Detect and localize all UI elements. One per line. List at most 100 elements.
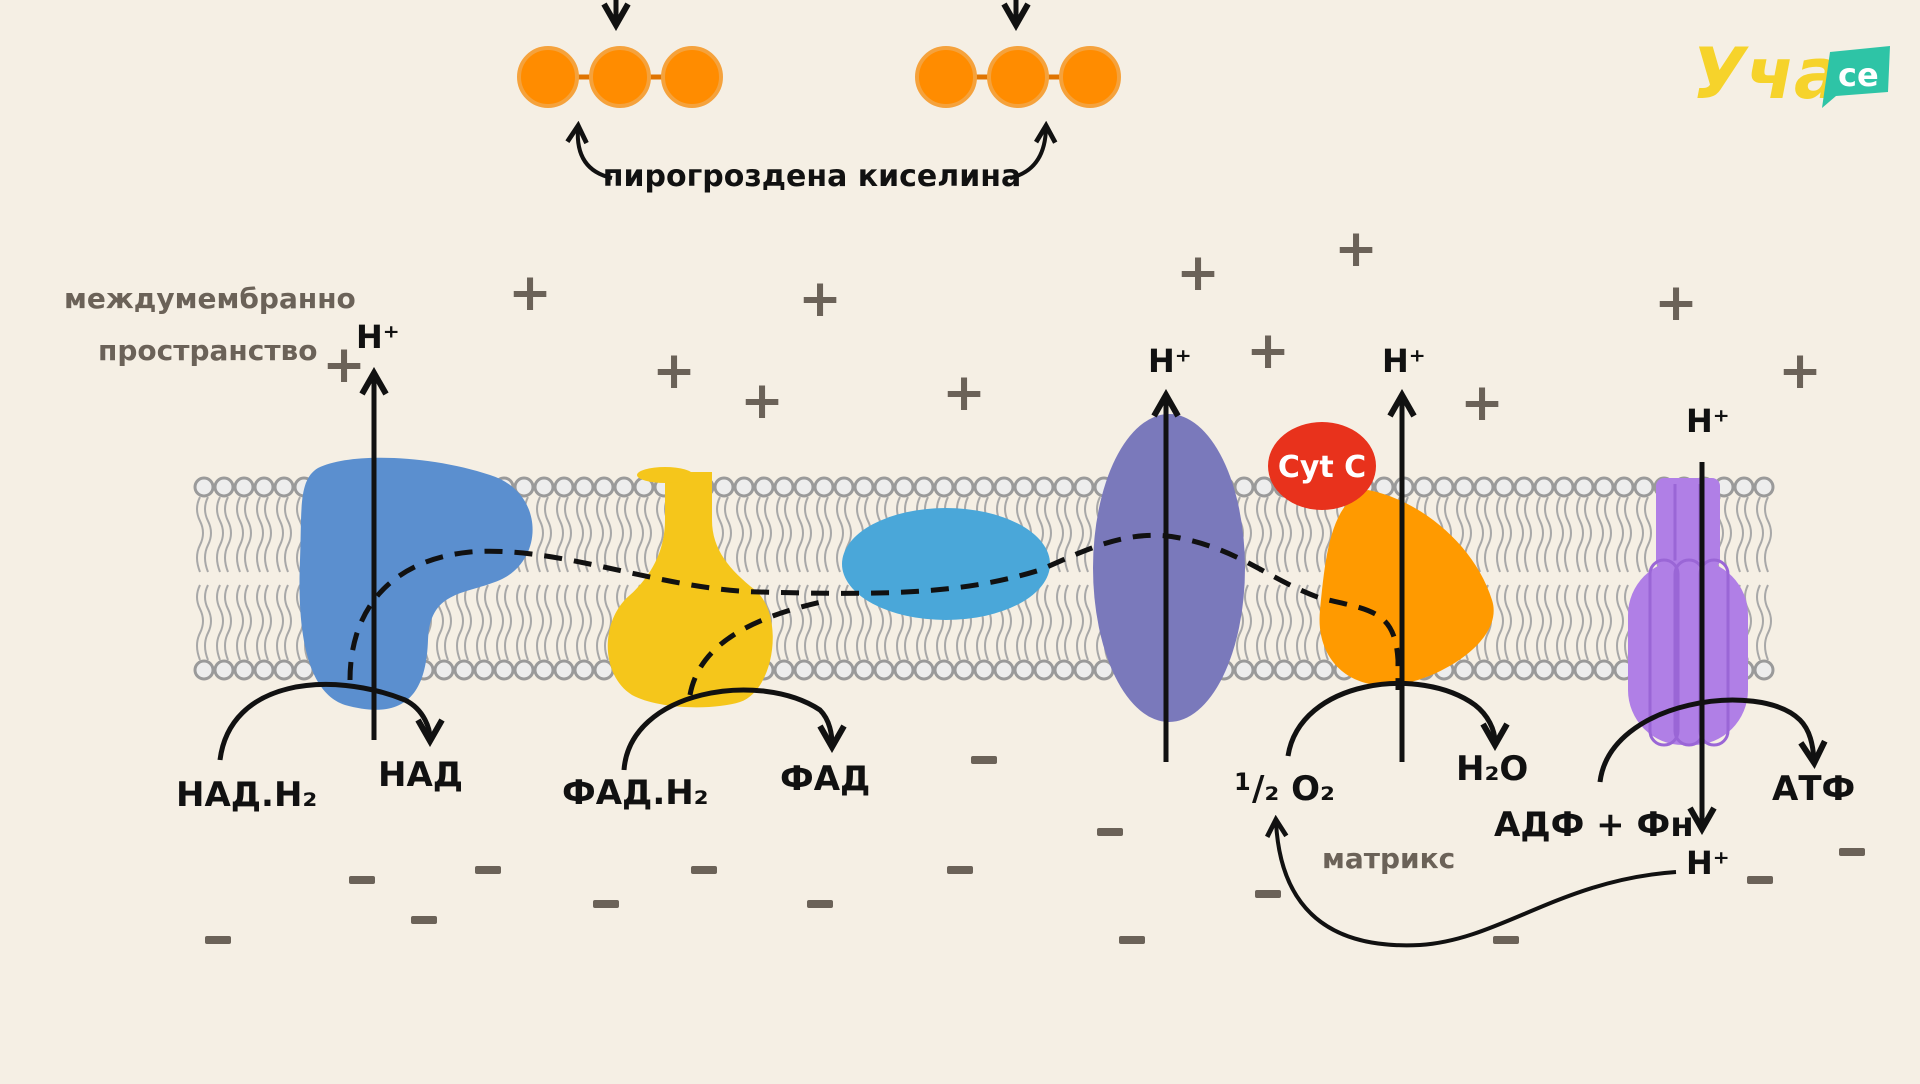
lipid-head bbox=[1633, 476, 1655, 498]
lipid-tail bbox=[256, 584, 264, 661]
lipid-head bbox=[953, 476, 975, 498]
lipid-head bbox=[573, 659, 595, 681]
lipid-tail bbox=[1596, 496, 1604, 573]
lipid-tail bbox=[524, 584, 532, 661]
lipid-tail bbox=[796, 584, 804, 661]
lipid-head bbox=[1053, 659, 1075, 681]
lipid-tail bbox=[224, 584, 232, 661]
plus-sign: + bbox=[942, 363, 986, 423]
minus-sign bbox=[691, 866, 717, 874]
lipid-head bbox=[1593, 659, 1615, 681]
proton-label-3: H⁺ bbox=[1382, 342, 1426, 380]
lipid-tail bbox=[1756, 584, 1764, 661]
lipid-head bbox=[213, 659, 235, 681]
lipid-head bbox=[553, 476, 575, 498]
lipid-tail bbox=[536, 584, 544, 661]
lipid-tail bbox=[544, 584, 552, 661]
lipid-head bbox=[1013, 476, 1035, 498]
lipid-tail bbox=[1536, 584, 1544, 661]
plus-sign: + bbox=[1176, 243, 1220, 303]
lipid-tail bbox=[556, 584, 564, 661]
lipid-tail bbox=[1304, 584, 1312, 661]
lipid-head bbox=[873, 659, 895, 681]
lipid-head bbox=[993, 476, 1015, 498]
atp-label: АТФ bbox=[1772, 769, 1855, 809]
lipid-head bbox=[1453, 476, 1475, 498]
half-o2-label: /₂ O₂ bbox=[1252, 769, 1335, 809]
lipid-head bbox=[813, 659, 835, 681]
lipid-tail bbox=[1524, 496, 1532, 573]
lipid-head bbox=[933, 659, 955, 681]
lipid-tail bbox=[1264, 584, 1272, 661]
lipid-tail bbox=[776, 496, 784, 573]
lipid-head bbox=[1553, 476, 1575, 498]
lipid-head bbox=[793, 659, 815, 681]
lipid-head bbox=[1253, 659, 1275, 681]
lipid-head bbox=[1013, 659, 1035, 681]
lipid-tail bbox=[1576, 584, 1584, 661]
negative-charges bbox=[205, 756, 1865, 944]
lipid-head bbox=[1453, 659, 1475, 681]
lipid-tail bbox=[504, 584, 512, 661]
lipid-head bbox=[553, 659, 575, 681]
lipid-head bbox=[753, 476, 775, 498]
plus-sign: + bbox=[740, 371, 784, 431]
lipid-tail bbox=[596, 496, 604, 573]
matrix-label: матрикс bbox=[1322, 842, 1455, 875]
lipid-tail bbox=[1584, 584, 1592, 661]
half-o2-sup-label: 1 bbox=[1234, 768, 1251, 796]
positive-charges: ++++++++++++ bbox=[322, 219, 1822, 433]
lipid-tail bbox=[464, 584, 472, 661]
lipid-head bbox=[1493, 476, 1515, 498]
lipid-tail bbox=[1736, 496, 1744, 573]
lipid-tail bbox=[816, 496, 824, 573]
minus-sign bbox=[1097, 828, 1123, 836]
lipid-tail bbox=[856, 584, 864, 661]
lipid-tail bbox=[836, 496, 844, 573]
lipid-tail bbox=[564, 584, 572, 661]
nadh2-label: НАД.Н₂ bbox=[176, 775, 317, 815]
lipid-tail bbox=[1644, 496, 1652, 573]
lipid-tail bbox=[1084, 584, 1092, 661]
lipid-tail bbox=[1556, 496, 1564, 573]
proton-label-5: H⁺ bbox=[1686, 844, 1730, 882]
lipid-tail bbox=[1544, 584, 1552, 661]
lipid-tail bbox=[1084, 496, 1092, 573]
lipid-head bbox=[1553, 659, 1575, 681]
curved-arrow-right bbox=[1009, 120, 1058, 180]
lipid-tail bbox=[1476, 496, 1484, 573]
lipid-tail bbox=[1536, 496, 1544, 573]
lipid-tail bbox=[1056, 584, 1064, 661]
minus-sign bbox=[807, 900, 833, 908]
lipid-tail bbox=[1076, 496, 1084, 573]
lipid-tail bbox=[256, 496, 264, 573]
lipid-tail bbox=[1516, 584, 1524, 661]
minus-sign bbox=[411, 916, 437, 924]
lipid-tail bbox=[604, 584, 612, 661]
lipid-head bbox=[773, 659, 795, 681]
lipid-head bbox=[853, 659, 875, 681]
complex-3 bbox=[1093, 414, 1245, 722]
reaction-arrow-fad bbox=[621, 687, 847, 771]
lipid-tail bbox=[1056, 496, 1064, 573]
lipid-head bbox=[473, 659, 495, 681]
cyt-c bbox=[1268, 422, 1376, 510]
lipid-head bbox=[1073, 659, 1095, 681]
lipid-tail bbox=[276, 584, 284, 661]
lipid-head bbox=[733, 476, 755, 498]
lipid-head bbox=[853, 476, 875, 498]
lipid-head bbox=[1313, 659, 1335, 681]
lipid-tail bbox=[1596, 584, 1604, 661]
lipid-head bbox=[1413, 476, 1435, 498]
lipid-tail bbox=[1564, 584, 1572, 661]
electron-path-fad bbox=[687, 597, 831, 696]
lipid-tail bbox=[1764, 584, 1772, 661]
reaction-arrow-water bbox=[1285, 680, 1510, 757]
complex-2 bbox=[607, 472, 773, 708]
lipid-tail bbox=[584, 496, 592, 573]
lipid-head bbox=[1513, 659, 1535, 681]
lipid-tail bbox=[804, 496, 812, 573]
lipid-tail bbox=[836, 584, 844, 661]
lipid-tail bbox=[484, 584, 492, 661]
